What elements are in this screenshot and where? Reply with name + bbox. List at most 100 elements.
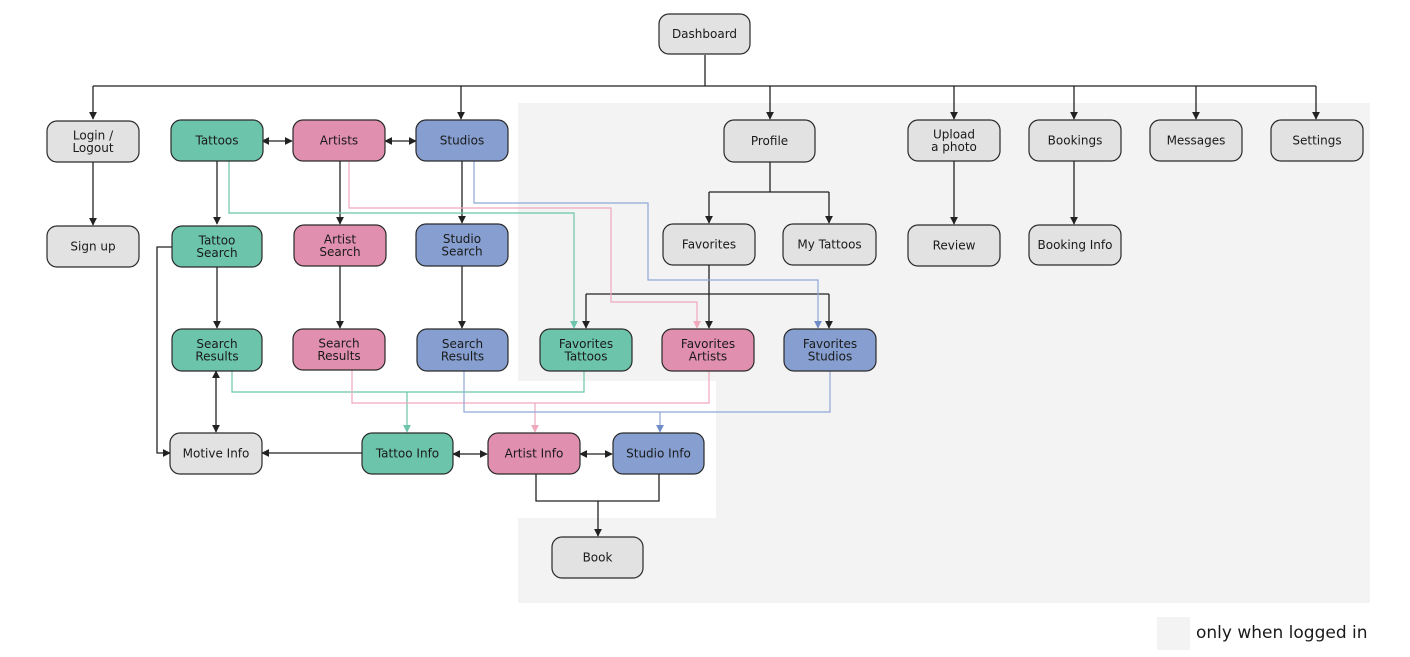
node-label: Artist Info <box>505 447 564 461</box>
node-box[interactable] <box>171 225 263 268</box>
node-label: Studios <box>808 349 852 363</box>
node-label: Search <box>442 337 483 351</box>
node-label: Tattoo Info <box>375 447 439 461</box>
node-label: Tattoo <box>198 233 236 247</box>
studio-info-node[interactable]: Studio Info <box>612 432 705 475</box>
node-label: Favorites <box>681 337 735 351</box>
node-label: Artists <box>689 349 727 363</box>
tattoo-info-node[interactable]: Tattoo Info <box>361 432 454 475</box>
node-box[interactable] <box>661 328 755 372</box>
node-box[interactable] <box>658 13 751 55</box>
node-box[interactable] <box>612 432 705 475</box>
green-connectors <box>228 161 585 433</box>
node-box[interactable] <box>293 224 387 267</box>
dashboard-node[interactable]: Dashboard <box>658 13 751 55</box>
node-label: Favorites <box>803 337 857 351</box>
artist-info-node[interactable]: Artist Info <box>487 432 581 475</box>
my-tattoos-node[interactable]: My Tattoos <box>782 223 877 266</box>
node-box[interactable] <box>292 119 386 162</box>
node-label: Studio <box>443 232 481 246</box>
node-label: Search <box>319 245 360 259</box>
node-label: Tattoos <box>194 134 238 148</box>
node-box[interactable] <box>1270 119 1364 162</box>
node-label: Favorites <box>559 337 613 351</box>
node-label: Search <box>318 336 359 350</box>
node-label: Artist <box>324 232 356 246</box>
node-label: Results <box>441 349 484 363</box>
booking-info-node[interactable]: Booking Info <box>1028 224 1122 266</box>
motive-info-node[interactable]: Motive Info <box>169 432 263 475</box>
legend-swatch <box>1157 617 1190 650</box>
node-box[interactable] <box>416 328 509 372</box>
node-label: Search <box>441 244 482 258</box>
node-box[interactable] <box>487 432 581 475</box>
node-label: My Tattoos <box>797 238 861 252</box>
settings-node[interactable]: Settings <box>1270 119 1364 162</box>
node-box[interactable] <box>551 536 644 579</box>
node-box[interactable] <box>1028 224 1122 266</box>
node-box[interactable] <box>1149 119 1243 162</box>
blue-connectors <box>463 161 831 433</box>
node-label: Results <box>317 349 360 363</box>
node-label: Tattoos <box>563 349 607 363</box>
node-label: a photo <box>931 140 977 154</box>
node-box[interactable] <box>169 432 263 475</box>
node-label: Results <box>195 349 238 363</box>
messages-node[interactable]: Messages <box>1149 119 1243 162</box>
node-box[interactable] <box>539 328 633 372</box>
node-box[interactable] <box>292 328 386 371</box>
profile-node[interactable]: Profile <box>723 119 816 163</box>
node-label: Settings <box>1292 134 1341 148</box>
node-label: Bookings <box>1048 134 1103 148</box>
node-label: Search <box>196 246 237 260</box>
review-node[interactable]: Review <box>907 224 1001 267</box>
node-box[interactable] <box>1028 119 1122 162</box>
node-label: Favorites <box>682 238 736 252</box>
studios-node[interactable]: Studios <box>415 119 509 162</box>
node-label: Profile <box>751 134 788 148</box>
node-label: Review <box>933 239 976 253</box>
favorites-node[interactable]: Favorites <box>662 223 756 266</box>
node-box[interactable] <box>783 328 877 372</box>
node-label: Sign up <box>70 240 115 254</box>
node-box[interactable] <box>361 432 454 475</box>
node-box[interactable] <box>782 223 877 266</box>
node-box[interactable] <box>907 119 1001 162</box>
tattoos-node[interactable]: Tattoos <box>170 119 264 162</box>
node-box[interactable] <box>171 328 263 372</box>
login-logout-node[interactable]: Login /Logout <box>46 120 140 163</box>
node-label: Dashboard <box>672 27 737 41</box>
node-label: Upload <box>933 127 975 141</box>
node-label: Motive Info <box>183 447 250 461</box>
artists-node[interactable]: Artists <box>292 119 386 162</box>
node-label: Logout <box>72 141 113 155</box>
node-box[interactable] <box>170 119 264 162</box>
node-label: Login / <box>73 128 114 142</box>
node-box[interactable] <box>907 224 1001 267</box>
node-label: Artists <box>320 134 358 148</box>
node-box[interactable] <box>415 119 509 162</box>
book-node[interactable]: Book <box>551 536 644 579</box>
node-box[interactable] <box>46 120 140 163</box>
node-label: Messages <box>1167 134 1226 148</box>
logged-in-zone <box>518 103 1370 603</box>
bookings-node[interactable]: Bookings <box>1028 119 1122 162</box>
node-label: Booking Info <box>1038 238 1113 252</box>
node-box[interactable] <box>662 223 756 266</box>
node-box[interactable] <box>46 225 140 268</box>
legend-label: only when logged in <box>1196 623 1368 643</box>
node-box[interactable] <box>723 119 816 163</box>
sign-up-node[interactable]: Sign up <box>46 225 140 268</box>
node-box[interactable] <box>415 223 509 267</box>
